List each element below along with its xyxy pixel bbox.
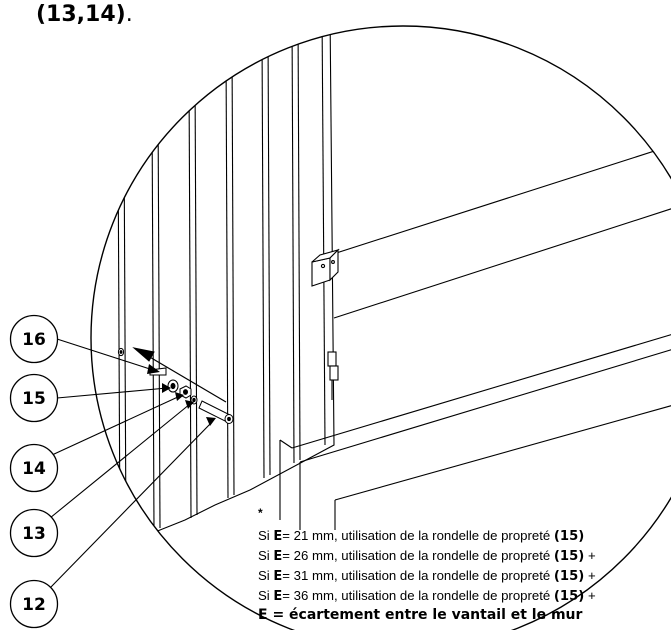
callout-15: 15 (9, 373, 171, 423)
callout-13: 13 (9, 400, 194, 558)
note-row: Si E= 21 mm, utilisation de la rondelle … (258, 528, 585, 544)
wall-perspective-lines (279, 129, 671, 530)
detail-magnifier-circle (90, 25, 671, 630)
notes-asterisk: * (258, 506, 263, 520)
threaded-pin-12 (198, 400, 234, 424)
callout-16: 16 (9, 314, 160, 374)
callout-14: 14 (9, 392, 184, 493)
note-row: Si E= 36 mm, utilisation de la rondelle … (258, 588, 596, 604)
svg-text:16: 16 (22, 330, 46, 350)
callout-12: 12 (9, 417, 216, 629)
svg-text:12: 12 (22, 595, 46, 615)
spacing-notes: * Si E= 21 mm, utilisation de la rondell… (258, 506, 671, 625)
assembly-direction-arrow (132, 347, 227, 403)
note-row: Si E= 31 mm, utilisation de la rondelle … (258, 568, 596, 584)
note-row: Si E= 26 mm, utilisation de la rondelle … (258, 548, 596, 564)
svg-text:14: 14 (22, 459, 46, 479)
notes-definition: E = écartement entre le vantail et le mu… (258, 607, 583, 623)
part-reference-label: (13,14). (36, 2, 133, 27)
svg-text:15: 15 (22, 389, 46, 409)
svg-text:13: 13 (22, 524, 46, 544)
washer-15 (167, 379, 179, 393)
exploded-hardware (117, 347, 234, 424)
lower-hinge (327, 351, 339, 400)
gate-leaf-boards (117, 26, 335, 543)
hinge-bracket (311, 248, 340, 287)
